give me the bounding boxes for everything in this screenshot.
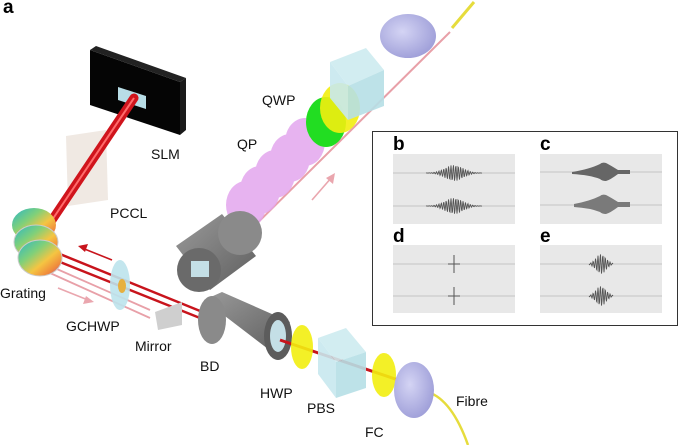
spike-d-bottom	[448, 287, 460, 305]
label-qp: QP	[237, 136, 258, 152]
gchwp-plate	[110, 260, 130, 310]
bd-cylinder-lower	[198, 292, 292, 360]
inset-plot-d	[393, 245, 515, 313]
hwp-plate	[291, 325, 313, 369]
fc-waveplate	[372, 353, 396, 397]
pulse-trace-chirp	[425, 198, 483, 214]
fc-upper	[380, 14, 436, 58]
qp-lens-stack	[226, 118, 325, 229]
pulse-plot-e	[540, 254, 662, 306]
grating-element	[12, 208, 63, 277]
arrow-rightward-icon	[57, 287, 94, 304]
label-gchwp: GCHWP	[66, 318, 120, 334]
panel-label-a: a	[3, 0, 14, 18]
envelope-c-bottom	[574, 194, 630, 214]
label-hwp: HWP	[260, 385, 293, 401]
label-pbs: PBS	[307, 400, 336, 416]
inset-label-d: d	[393, 226, 405, 247]
pulse-plot-b	[393, 165, 515, 214]
bd-cylinder-upper	[176, 211, 262, 292]
spike-d-top	[448, 255, 460, 273]
label-grating: Grating	[0, 285, 46, 301]
arrow-leftward-icon	[78, 244, 113, 261]
inset-label-b: b	[393, 134, 405, 155]
inset-plot-c	[540, 154, 662, 224]
label-bd: BD	[200, 358, 220, 374]
pbs-cube-lower	[318, 328, 366, 398]
label-pccl: PCCL	[110, 205, 148, 221]
label-fc: FC	[365, 424, 384, 440]
inset-plot-b	[393, 154, 515, 224]
arrow-up-right-icon	[311, 173, 335, 201]
fc-lower	[394, 362, 434, 418]
pbs-cube-upper	[330, 48, 384, 120]
inset-label-c: c	[540, 134, 551, 155]
fibre-output-top	[450, 1, 476, 29]
label-qwp: QWP	[262, 92, 296, 108]
label-mirror: Mirror	[135, 338, 172, 354]
inset-panels: b c d e	[372, 131, 678, 326]
pulse-trace-compact	[588, 254, 614, 274]
pulse-trace-compact	[588, 286, 614, 306]
envelope-c-top	[572, 162, 630, 181]
slm-device	[90, 46, 186, 135]
beam-highlight	[43, 97, 135, 233]
pulse-trace-chirp	[425, 165, 483, 181]
inset-label-e: e	[540, 226, 551, 247]
pulse-plot-c	[540, 162, 662, 214]
pulse-plot-d	[393, 255, 515, 305]
label-slm: SLM	[151, 146, 180, 162]
mirror-prism	[155, 302, 182, 330]
label-fibre: Fibre	[456, 393, 488, 409]
inset-plot-e	[540, 245, 662, 313]
